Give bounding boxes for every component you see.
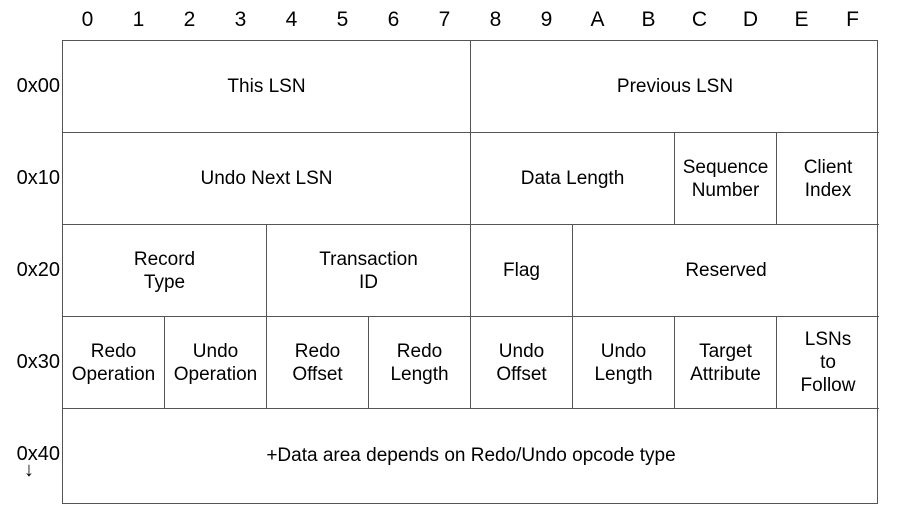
field-cell: Redo Length [369,317,471,409]
field-cell: Reserved [573,225,879,317]
column-header-D: D [742,8,759,31]
column-header-C: C [691,8,708,31]
continuation-arrow-icon: ↓ [24,459,34,481]
column-header-1: 1 [132,8,145,31]
field-cell: Undo Length [573,317,675,409]
row-offset-0x10: 0x10 [16,166,60,189]
row-offset-0x40: 0x40 [16,442,60,465]
field-cell: Undo Operation [165,317,267,409]
column-header-A: A [590,8,605,31]
column-header-3: 3 [234,8,247,31]
row-offset-0x30: 0x30 [16,350,60,373]
field-cell: Transaction ID [267,225,471,317]
column-header-7: 7 [438,8,451,31]
field-cell: Redo Operation [63,317,165,409]
column-header-F: F [846,8,859,31]
column-header-2: 2 [183,8,196,31]
column-header-5: 5 [336,8,349,31]
field-cell: Undo Next LSN [63,133,471,225]
field-cell: Undo Offset [471,317,573,409]
column-header-E: E [794,8,809,31]
byte-column-header: 0 1 2 3 4 5 6 7 8 9 A B C D E F [62,0,878,40]
field-cell: +Data area depends on Redo/Undo opcode t… [266,444,676,466]
field-cell: Flag [471,225,573,317]
column-header-4: 4 [285,8,298,31]
column-header-8: 8 [489,8,502,31]
field-cell: Sequence Number [675,133,777,225]
field-cell: Redo Offset [267,317,369,409]
column-header-6: 6 [387,8,400,31]
field-cell: Target Attribute [675,317,777,409]
row-offset-0x20: 0x20 [16,258,60,281]
row-offset-0x00: 0x00 [16,74,60,97]
field-cell: Record Type [63,225,267,317]
field-cell: LSNs to Follow [777,317,879,409]
column-header-0: 0 [81,8,94,31]
field-cell: Data Length [471,133,675,225]
row-offset-labels: 0x00 0x10 0x20 0x30 0x40 [0,40,62,504]
column-header-9: 9 [540,8,553,31]
column-header-B: B [641,8,656,31]
field-cell: Client Index [777,133,879,225]
field-cell: This LSN [63,41,471,133]
field-cell: Previous LSN [471,41,879,133]
